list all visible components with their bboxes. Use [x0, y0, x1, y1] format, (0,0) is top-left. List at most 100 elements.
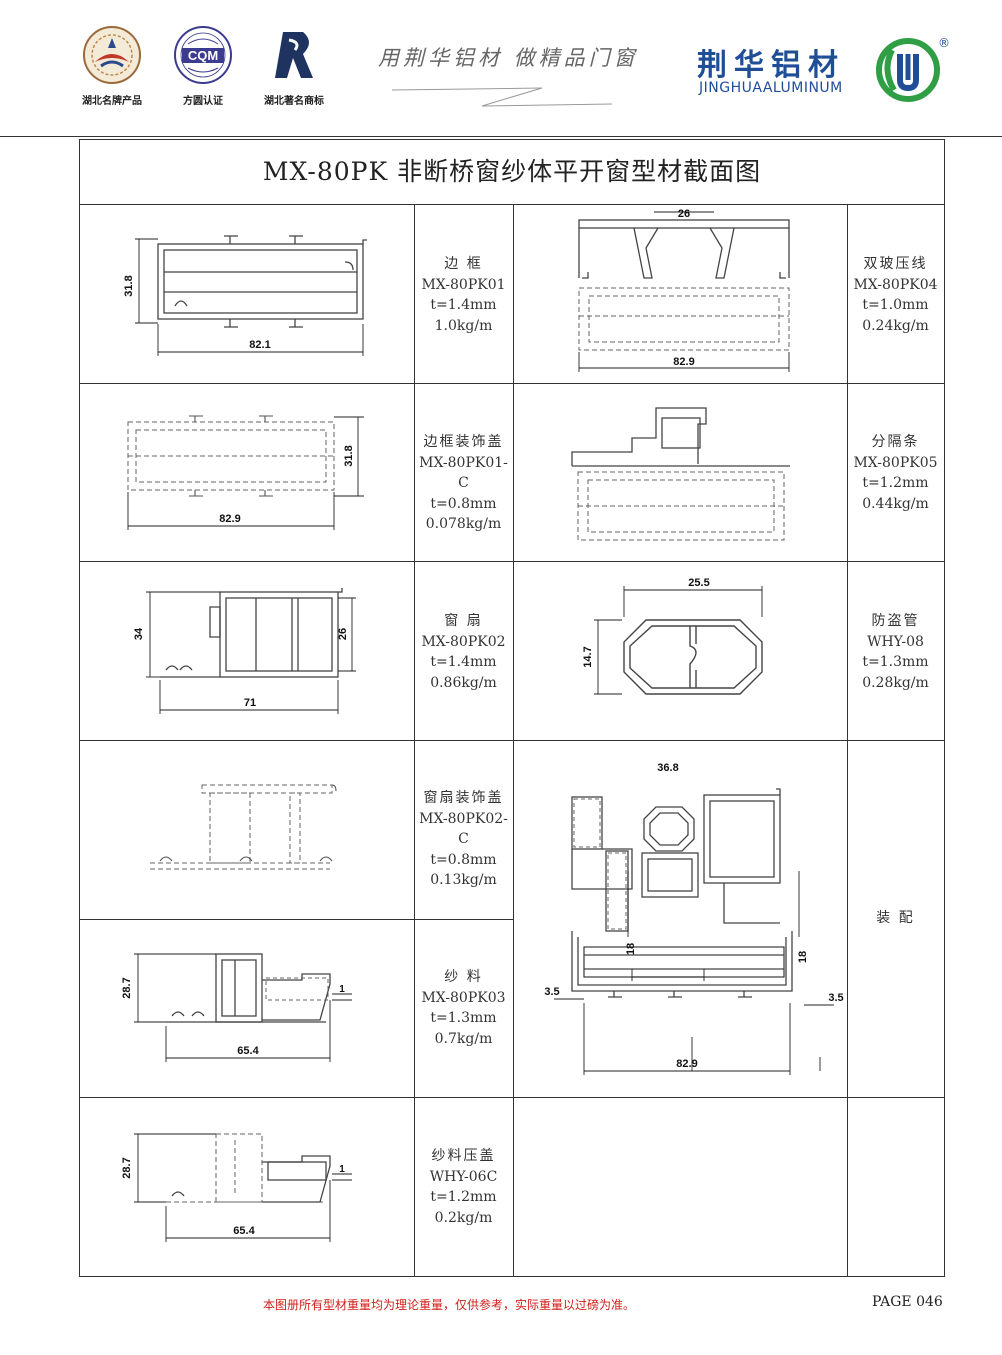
- assembly-label: 装 配: [876, 910, 915, 926]
- dim-height-label: 34: [133, 627, 145, 640]
- profile-name: 防盗管: [871, 613, 920, 629]
- profile-thickness: t=1.4mm: [430, 297, 497, 313]
- profile-table: MX-80PK 非断桥窗纱体平开窗型材截面图: [79, 139, 945, 1277]
- brand-name-cn: 荆华铝材: [697, 48, 845, 83]
- profile-code: WHY-06C: [429, 1168, 498, 1185]
- page-number: PAGE 046: [872, 1294, 943, 1310]
- profile-name: 窗 扇: [444, 613, 483, 629]
- profile-weight: 0.24kg/m: [862, 317, 929, 334]
- dim-3-5-right-label: 3.5: [828, 992, 843, 1004]
- profile-weight: 0.86kg/m: [430, 674, 497, 691]
- footer-note: 本图册所有型材重量均为理论重量，仅供参考，实际重量以过磅为准。: [263, 1298, 636, 1312]
- profile-code: MX-80PK02-C: [419, 810, 508, 848]
- famous-trademark-icon: [275, 32, 313, 78]
- profile-weight: 0.2kg/m: [434, 1209, 493, 1226]
- dim-height-label-inner: 26: [337, 628, 349, 640]
- dim-width-label: 65.4: [233, 1225, 255, 1237]
- badge-famous-trademark: 湖北著名商标: [254, 24, 334, 107]
- dim-height-label: 14.7: [582, 646, 594, 667]
- dim-18-left-label: 18: [625, 943, 637, 955]
- dim-width-label: 25.5: [688, 577, 709, 589]
- profile-name: 双玻压线: [863, 256, 928, 272]
- profile-code: MX-80PK03: [421, 989, 506, 1006]
- profile-code: WHY-08: [867, 633, 924, 650]
- dim-top-label: 26: [678, 208, 690, 220]
- dim-gap-label: 1: [339, 984, 345, 995]
- grid-line: [80, 1097, 944, 1098]
- dim-height-label: 28.7: [121, 1157, 133, 1178]
- profile-info-frame: 边 框 MX-80PK01 t=1.4mm 1.0kg/m: [414, 254, 513, 336]
- page-header: 湖北名牌产品 CQM 方圆认证 湖北著名商标 用荆华铝材 做精品门窗 荆华铝材 …: [0, 0, 1002, 138]
- profile-code: MX-80PK04: [853, 276, 938, 293]
- dim-width-label: 82.1: [249, 339, 270, 351]
- profile-drawing-divider: [571, 407, 790, 541]
- dim-36-8-label: 36.8: [657, 762, 678, 774]
- profile-info-frame-cover: 边框装饰盖 MX-80PK01-C t=0.8mm 0.078kg/m: [414, 432, 513, 535]
- profile-thickness: t=0.8mm: [430, 495, 497, 512]
- assembly-drawing: 36.8 18 18 3.5 3.5 82.9: [544, 762, 844, 1075]
- profile-thickness: t=1.2mm: [430, 1189, 497, 1205]
- profile-code: MX-80PK01: [421, 276, 506, 293]
- profile-weight: 1.0kg/m: [434, 317, 493, 334]
- provincial-brand-seal-icon: [83, 26, 141, 84]
- profile-weight: 0.7kg/m: [434, 1030, 493, 1047]
- profile-code: MX-80PK01-C: [419, 454, 508, 492]
- badge-caption: 方圆认证: [183, 96, 223, 107]
- profile-thickness: t=1.0mm: [862, 297, 929, 313]
- profile-code: MX-80PK05: [853, 454, 938, 471]
- profile-drawing-frame: 82.1 31.8: [123, 235, 367, 356]
- profile-code: MX-80PK02: [421, 633, 506, 650]
- badge-cqm: CQM 方圆认证: [163, 24, 243, 107]
- grid-line: [80, 383, 944, 384]
- badge-caption: 湖北名牌产品: [82, 96, 142, 107]
- slogan: 用荆华铝材 做精品门窗: [378, 46, 639, 70]
- profile-drawing-screen-cover: 65.4 28.7 1: [121, 1133, 352, 1242]
- profile-info-screen-cover: 纱料压盖 WHY-06C t=1.2mm 0.2kg/m: [414, 1146, 513, 1228]
- profile-info-double-glass-bead: 双玻压线 MX-80PK04 t=1.0mm 0.24kg/m: [847, 254, 944, 336]
- dim-height-label: 31.8: [123, 275, 135, 296]
- dim-18-right-label: 18: [797, 951, 809, 963]
- dim-height-label: 28.7: [121, 977, 133, 998]
- dim-width-label: 65.4: [237, 1045, 259, 1057]
- profile-info-sash-cover: 窗扇装饰盖 MX-80PK02-C t=0.8mm 0.13kg/m: [414, 788, 513, 891]
- dim-3-5-left-label: 3.5: [544, 986, 559, 998]
- profile-thickness: t=1.3mm: [862, 654, 929, 670]
- profile-name: 纱 料: [444, 969, 483, 985]
- profile-thickness: t=1.3mm: [430, 1010, 497, 1026]
- profile-drawing-frame-cover: 82.9 31.8: [127, 415, 364, 530]
- profile-weight: 0.28kg/m: [862, 674, 929, 691]
- profile-info-sash: 窗 扇 MX-80PK02 t=1.4mm 0.86kg/m: [414, 611, 513, 693]
- profile-name: 窗扇装饰盖: [423, 790, 504, 806]
- dim-width-label: 82.9: [219, 513, 240, 525]
- cqm-certification-icon: CQM: [174, 26, 232, 84]
- page-title: MX-80PK 非断桥窗纱体平开窗型材截面图: [80, 140, 944, 205]
- grid-line: [80, 561, 944, 562]
- profile-name: 边 框: [444, 256, 483, 272]
- profile-drawing-screen-profile: 65.4 28.7 1: [121, 953, 352, 1062]
- profile-weight: 0.13kg/m: [430, 872, 497, 888]
- profile-drawing-sash-cover: [150, 784, 337, 870]
- dim-height-label: 31.8: [343, 445, 355, 466]
- badge-provincial-brand: 湖北名牌产品: [72, 24, 152, 107]
- profile-drawing-double-glass-bead: 26 82.9: [578, 208, 790, 372]
- profile-thickness: t=1.4mm: [430, 654, 497, 670]
- profile-weight: 0.078kg/m: [425, 516, 502, 532]
- profile-weight: 0.44kg/m: [862, 495, 929, 512]
- dim-width-label: 71: [244, 697, 256, 709]
- profile-drawing-anti-theft-tube: 25.5 14.7: [582, 577, 763, 695]
- dim-gap-label: 1: [339, 1164, 345, 1175]
- profile-info-screen-profile: 纱 料 MX-80PK03 t=1.3mm 0.7kg/m: [414, 967, 513, 1049]
- profile-name: 分隔条: [871, 434, 920, 450]
- cqm-logo-text: CQM: [188, 48, 218, 63]
- profile-name: 边框装饰盖: [423, 434, 504, 450]
- profile-drawing-sash: 71 34 26: [133, 588, 356, 714]
- profile-info-divider: 分隔条 MX-80PK05 t=1.2mm 0.44kg/m: [847, 432, 944, 514]
- assembly-info: 装 配: [847, 908, 944, 929]
- slogan-swoosh-icon: [392, 87, 613, 107]
- grid-line: [80, 919, 513, 920]
- dim-82-9-label: 82.9: [676, 1058, 697, 1070]
- badge-caption: 湖北著名商标: [264, 96, 324, 107]
- grid-line: [80, 740, 944, 741]
- brand-logo-icon: [876, 38, 940, 102]
- profile-info-anti-theft-tube: 防盗管 WHY-08 t=1.3mm 0.28kg/m: [847, 611, 944, 693]
